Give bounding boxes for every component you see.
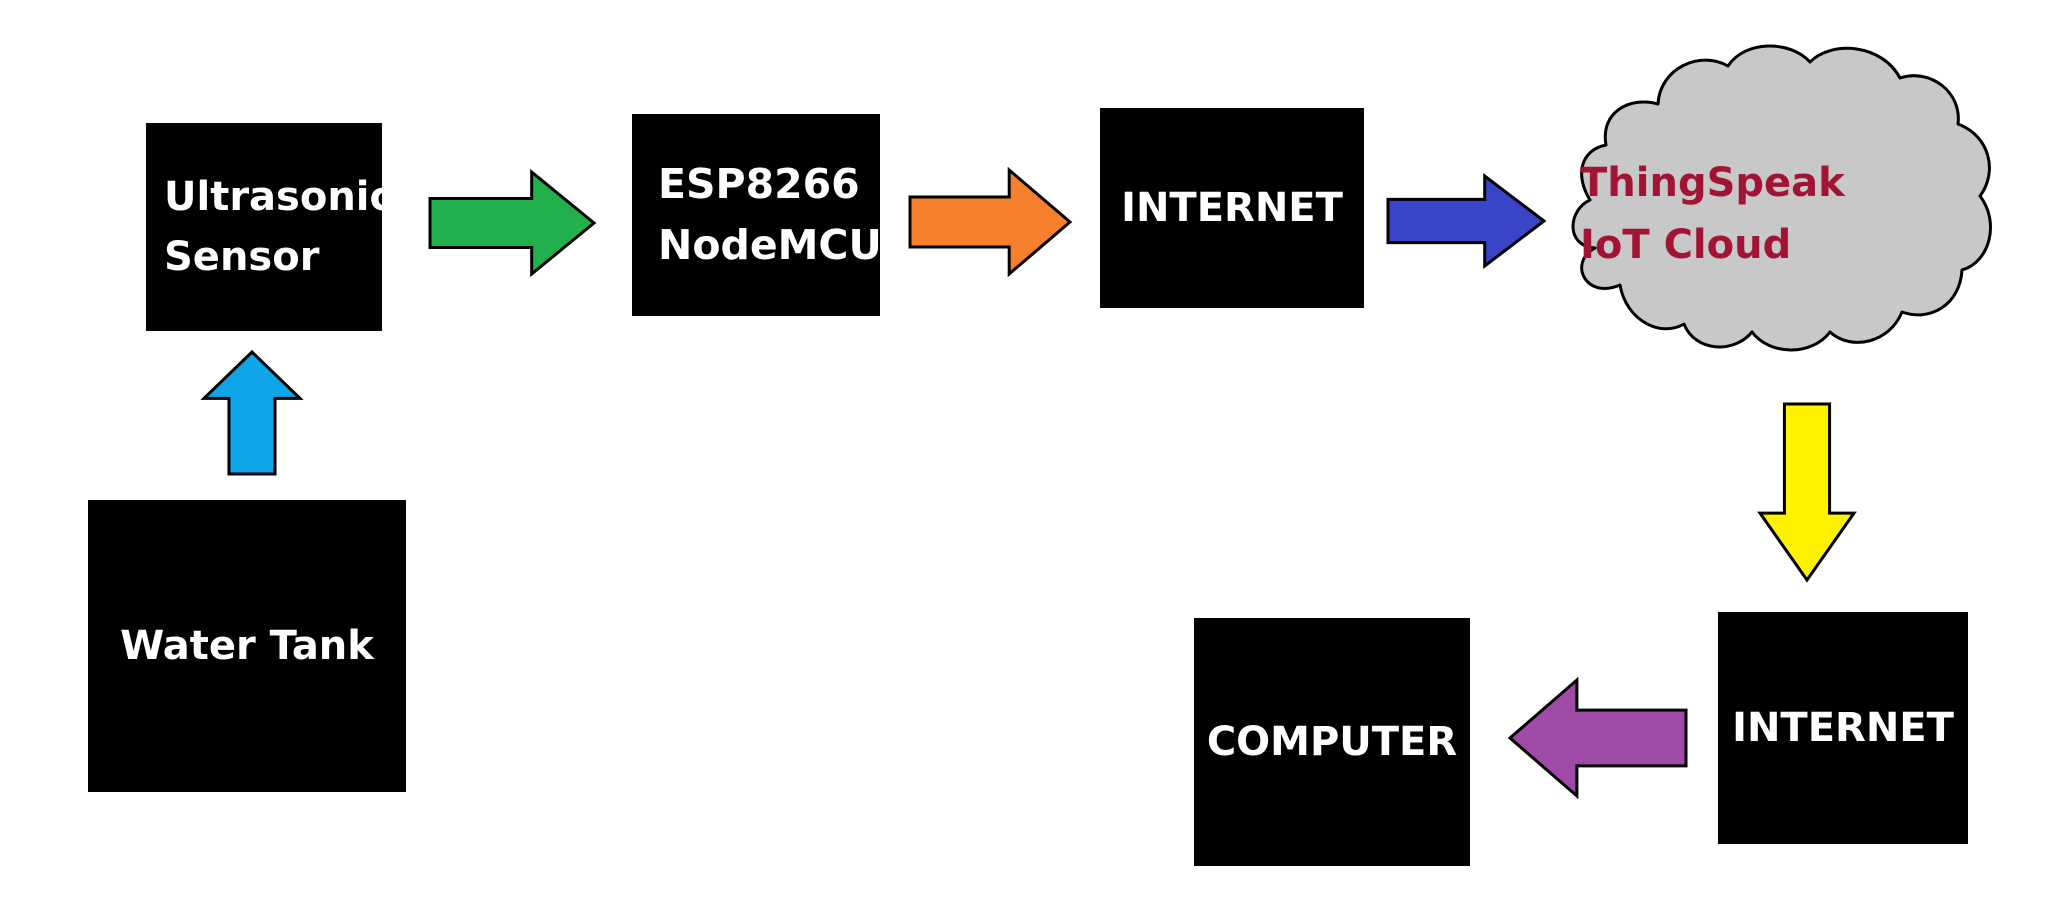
esp8266-label-line-2: NodeMCU <box>658 221 882 269</box>
ultrasonic-sensor-label-line-2: Sensor <box>164 234 320 280</box>
arrow-cloud-to-internet-bottom <box>1757 402 1857 583</box>
internet-top-block: INTERNET <box>1100 108 1364 308</box>
cloud-label-line-2: IoT Cloud <box>1580 222 1792 268</box>
internet-bottom-label: INTERNET <box>1732 705 1954 751</box>
computer-block: COMPUTER <box>1194 618 1470 866</box>
arrow-internet-top-to-cloud <box>1386 172 1547 270</box>
computer-label: COMPUTER <box>1206 719 1458 765</box>
internet-bottom-block: INTERNET <box>1718 612 1968 844</box>
ultrasonic-sensor-block: Ultrasonic Sensor <box>146 123 394 331</box>
cloud-shape <box>1571 44 1992 352</box>
esp8266-block: ESP8266 NodeMCU <box>632 114 882 316</box>
arrow-ultrasonic-sensor-to-esp8266 <box>428 168 597 278</box>
water-tank-block: Water Tank <box>88 500 406 792</box>
cloud-label-line-1: ThingSpeak <box>1580 160 1845 206</box>
internet-top-label: INTERNET <box>1121 185 1343 231</box>
arrow-esp8266-to-internet-top <box>908 166 1073 278</box>
esp8266-label-line-1: ESP8266 <box>658 159 860 208</box>
ultrasonic-sensor-label-line-1: Ultrasonic <box>164 174 394 220</box>
water-tank-label: Water Tank <box>120 623 374 669</box>
arrow-water-tank-to-ultrasonic-sensor <box>200 349 304 476</box>
arrow-internet-bottom-to-computer <box>1507 676 1688 800</box>
cloud-label: ThingSpeak IoT Cloud <box>1580 152 1880 276</box>
